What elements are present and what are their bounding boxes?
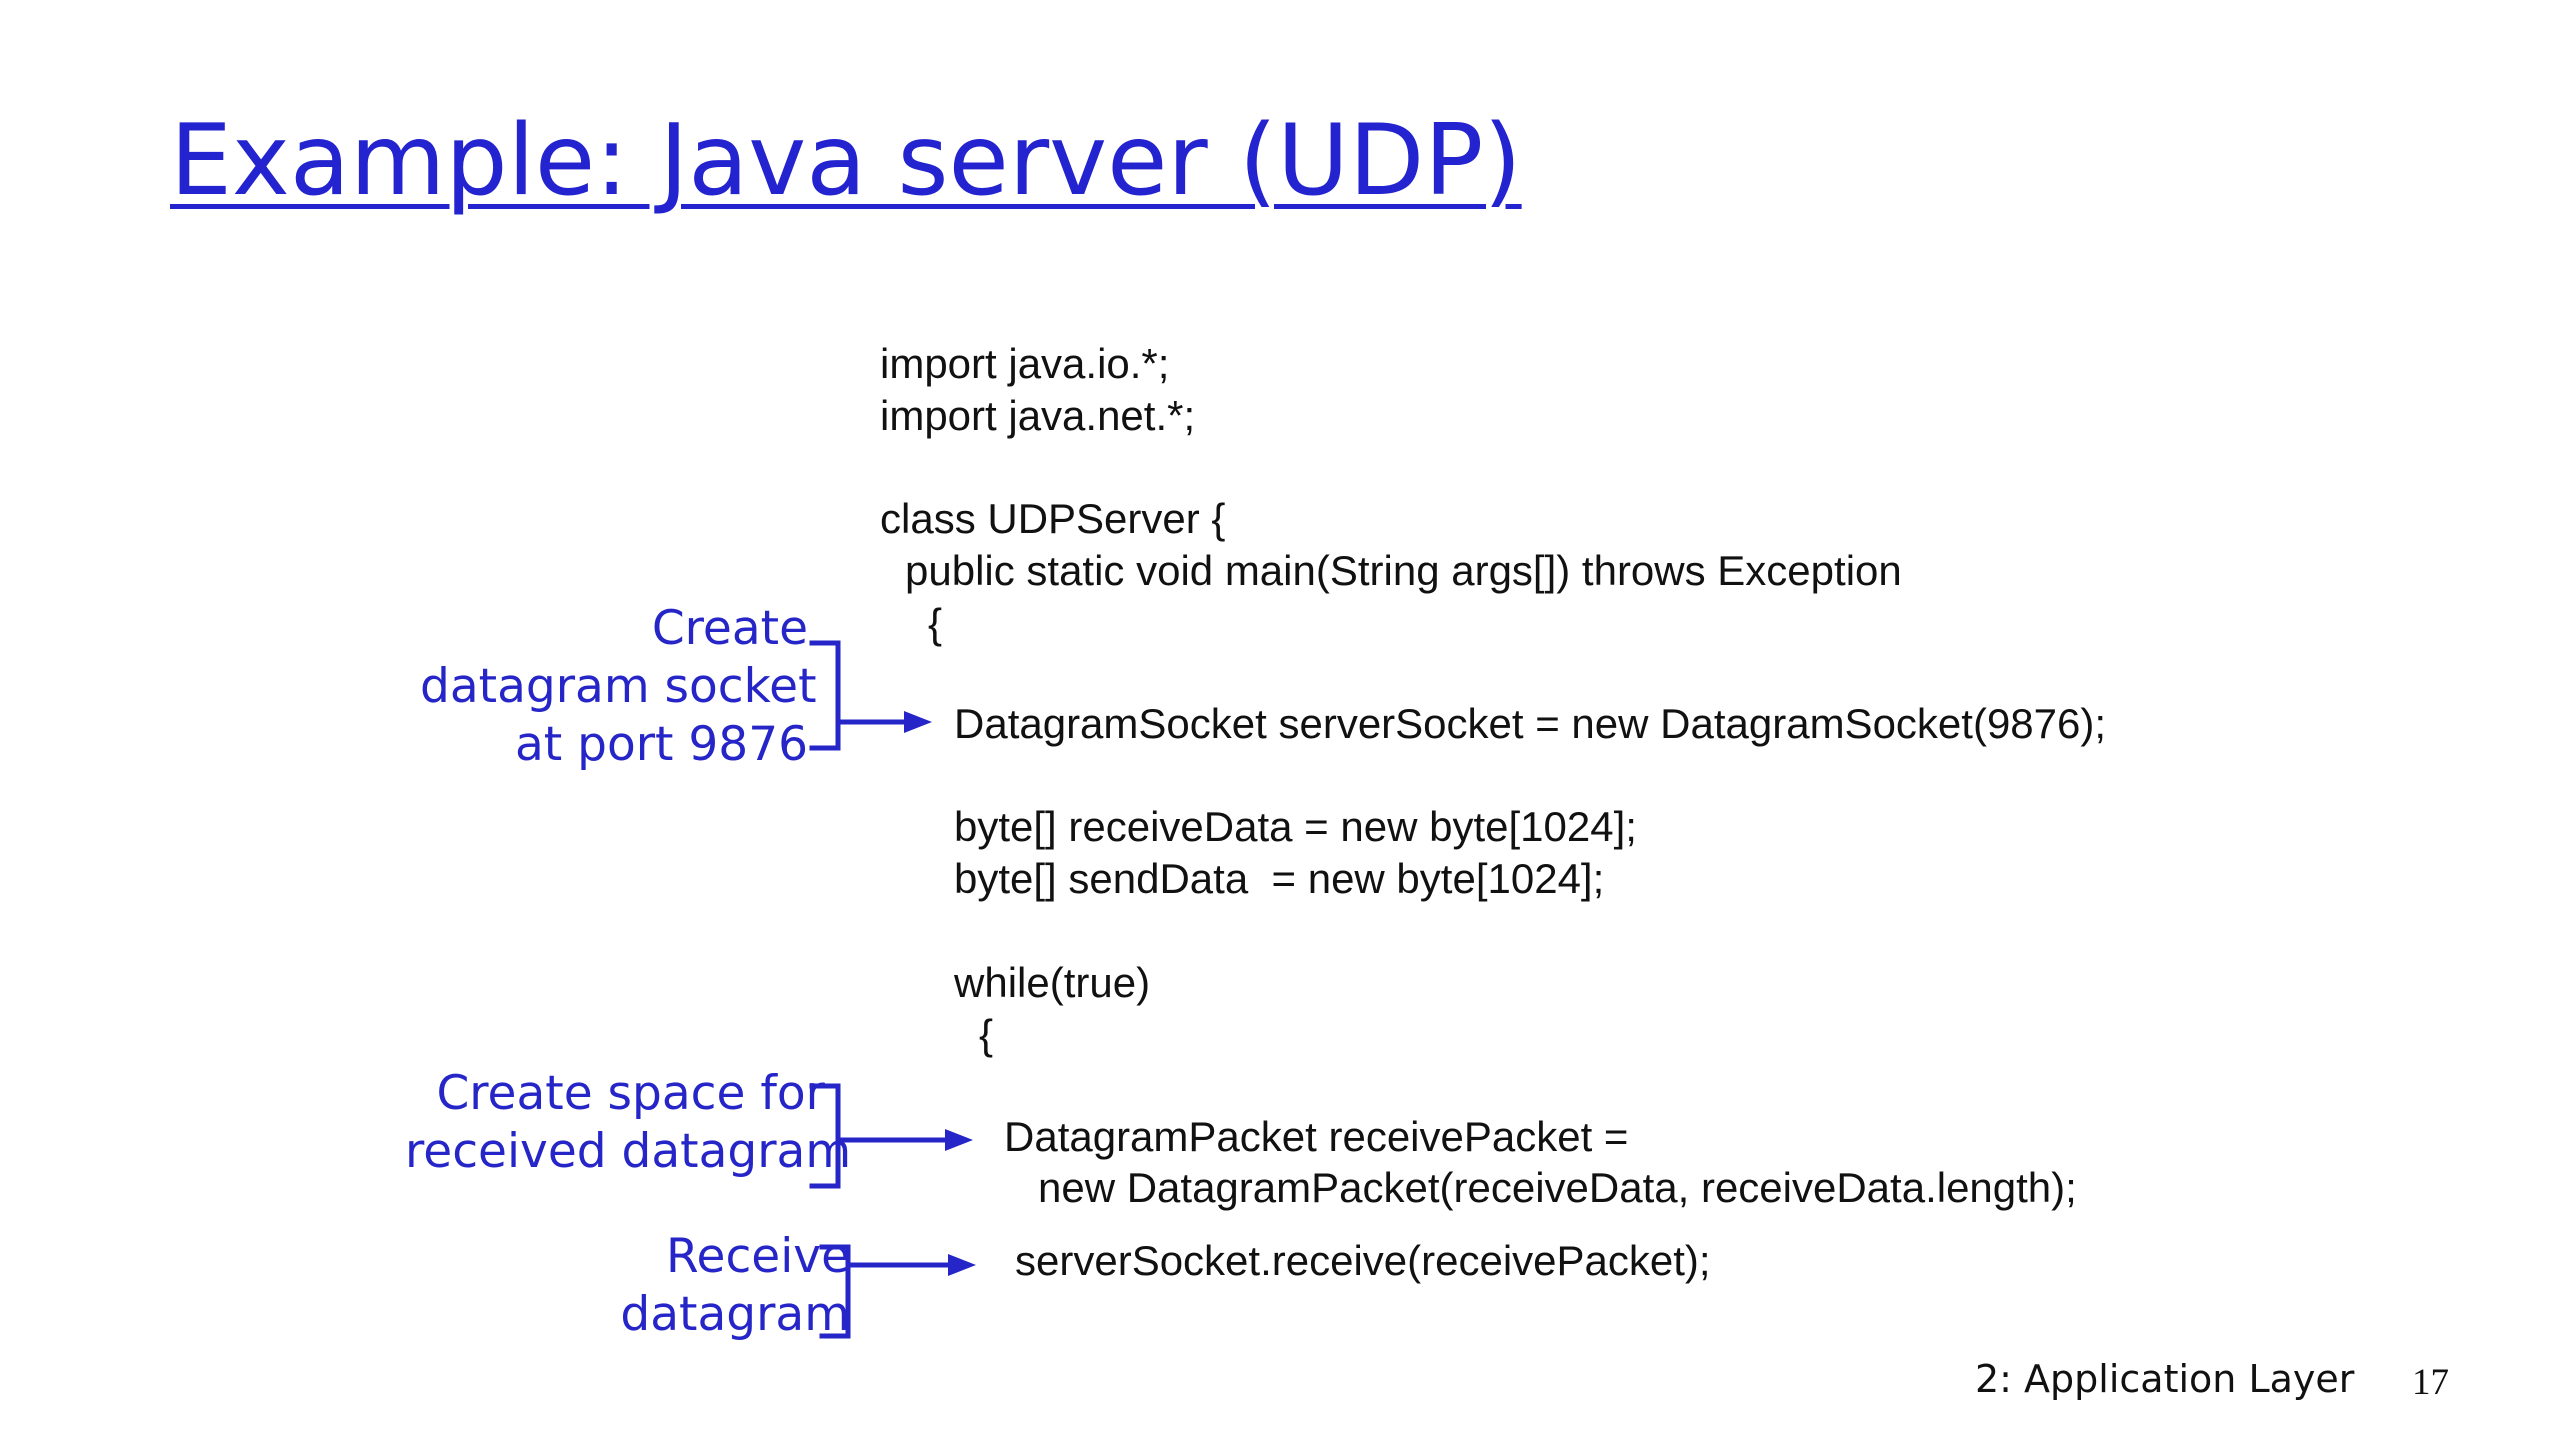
slide-title: Example: Java server (UDP) — [170, 104, 1522, 218]
annotation-receive-line-1: Receive — [665, 1229, 850, 1284]
annotation-create-datagram-socket: Create datagram socket at port 9876 — [420, 600, 817, 774]
code-line-receive-packet-declaration: DatagramPacket receivePacket = — [1004, 1113, 1629, 1160]
annotation-create-receive-space: Create space for received datagram — [405, 1065, 852, 1181]
code-line-send-data: byte[] sendData = new byte[1024]; — [954, 855, 1605, 902]
code-line-server-socket: DatagramSocket serverSocket = new Datagr… — [954, 700, 2107, 747]
code-line-main-open-brace: { — [928, 600, 943, 647]
annotation-receive-datagram: Receive datagram — [620, 1228, 850, 1344]
footer-section-name: 2: Application Layer — [1975, 1357, 2355, 1401]
annotation-create-socket-line-1: Create — [651, 601, 808, 656]
create-space-arrow-head — [945, 1129, 973, 1151]
annotation-create-space-line-1: Create space for — [436, 1066, 825, 1121]
code-line-import-net: import java.net.*; — [880, 392, 1196, 439]
annotation-create-socket-line-2: datagram socket — [420, 659, 817, 714]
code-line-receive-data: byte[] receiveData = new byte[1024]; — [954, 803, 1637, 850]
annotation-create-space-line-2: received datagram — [405, 1124, 852, 1179]
code-line-main-method: public static void main(String args[]) t… — [905, 547, 1902, 594]
create-socket-arrow-head — [904, 711, 932, 733]
receive-arrow-head — [948, 1254, 976, 1276]
code-line-receive-packet-construction: new DatagramPacket(receiveData, receiveD… — [1038, 1164, 2077, 1211]
code-line-loop-open-brace: { — [979, 1011, 994, 1058]
slide-page-number: 17 — [2412, 1362, 2449, 1403]
annotation-create-socket-line-3: at port 9876 — [514, 717, 808, 772]
code-line-while-loop: while(true) — [954, 959, 1151, 1006]
code-line-receive-call: serverSocket.receive(receivePacket); — [1015, 1237, 1711, 1284]
code-line-class-declaration: class UDPServer { — [880, 495, 1226, 542]
annotation-receive-line-2: datagram — [620, 1287, 850, 1342]
code-line-import-io: import java.io.*; — [880, 340, 1170, 387]
